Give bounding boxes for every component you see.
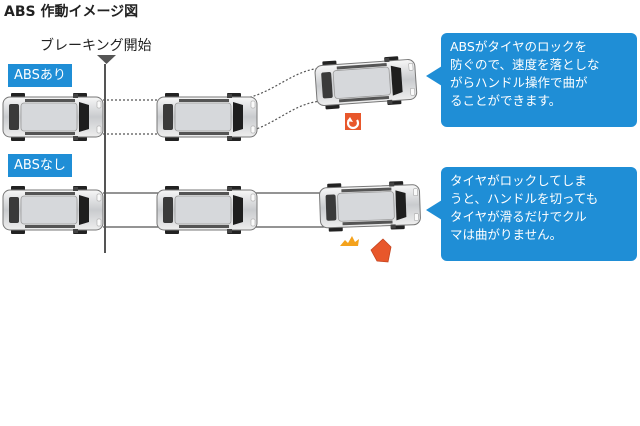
car-abs-off-1 — [2, 185, 104, 235]
abs-off-note-line: タイヤが滑るだけでクル — [450, 209, 587, 224]
car-abs-on-1 — [2, 92, 104, 142]
car-abs-on-2 — [156, 92, 258, 142]
tire-grip-icon — [345, 113, 361, 130]
car-abs-off-2 — [156, 185, 258, 235]
spark-icon — [340, 236, 359, 246]
triangle-down-icon — [97, 55, 116, 64]
abs-off-note: タイヤがロックしてしま うと、ハンドルを切っても タイヤが滑るだけでクル マは曲… — [441, 167, 637, 261]
abs-off-note-line: うと、ハンドルを切っても — [450, 191, 599, 206]
car-abs-on-3 — [313, 54, 418, 111]
abs-on-note: ABSがタイヤのロックを 防ぐので、速度を落としな がらハンドル操作で曲が るこ… — [441, 33, 637, 127]
skid-arrow-icon — [370, 238, 392, 263]
diagram-title: ABS 作動イメージ図 — [4, 4, 139, 20]
abs-on-note-line: ABSがタイヤのロックを — [450, 39, 587, 54]
abs-on-note-pointer — [426, 66, 442, 86]
abs-on-note-line: ることができます。 — [450, 93, 562, 108]
abs-on-note-line: 防ぐので、速度を落としな — [450, 57, 600, 72]
abs-off-label: ABSなし — [8, 154, 72, 177]
abs-off-note-pointer — [426, 200, 442, 220]
abs-on-note-line: がらハンドル操作で曲が — [450, 75, 588, 90]
abs-off-note-line: マは曲がりません。 — [450, 227, 563, 242]
braking-start-label: ブレーキング開始 — [40, 38, 152, 54]
car-abs-off-3 — [318, 180, 422, 233]
abs-on-label: ABSあり — [8, 64, 72, 87]
abs-off-note-line: タイヤがロックしてしま — [450, 173, 587, 188]
